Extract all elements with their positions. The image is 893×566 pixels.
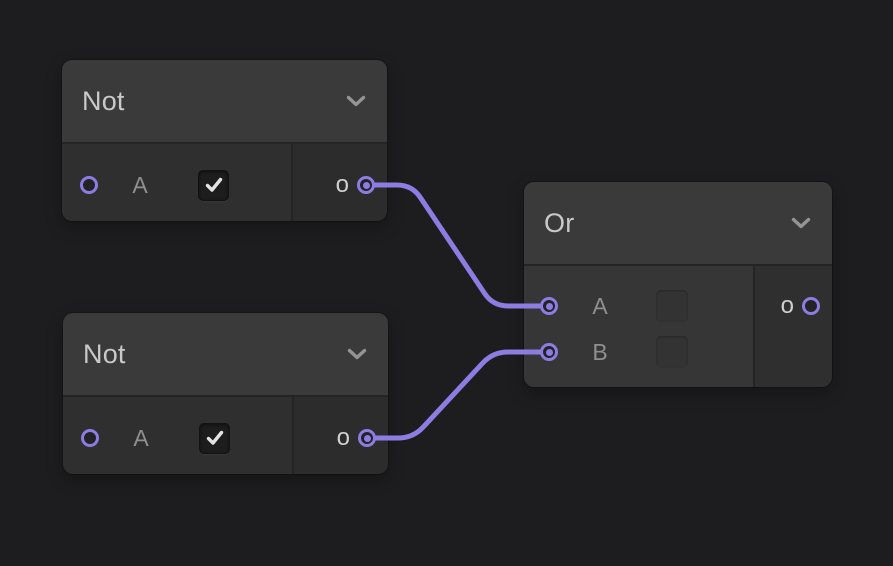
output-row-o: o bbox=[755, 283, 832, 329]
chevron-down-icon[interactable] bbox=[345, 90, 367, 112]
node-title: Not bbox=[83, 338, 126, 369]
node-not-1[interactable]: Not A o bbox=[62, 60, 387, 221]
output-label: o bbox=[336, 424, 350, 451]
input-port-b[interactable] bbox=[540, 343, 558, 361]
input-label: B bbox=[592, 338, 608, 365]
input-label: A bbox=[133, 424, 149, 451]
inputs-section: A B bbox=[524, 266, 755, 387]
checkmark-icon bbox=[206, 430, 223, 445]
node-not-2[interactable]: Not A o bbox=[63, 313, 388, 474]
input-label: A bbox=[592, 292, 608, 319]
checkbox-checked[interactable] bbox=[199, 422, 230, 454]
node-title: Not bbox=[82, 85, 125, 116]
value-box-b[interactable] bbox=[656, 336, 688, 368]
node-or[interactable]: Or A B o bbox=[524, 182, 832, 387]
output-label: o bbox=[780, 292, 794, 319]
checkbox-checked[interactable] bbox=[198, 169, 229, 201]
output-row-o: o bbox=[293, 144, 387, 221]
outputs-section: o bbox=[293, 144, 387, 221]
input-label: A bbox=[132, 171, 148, 198]
wire[interactable] bbox=[364, 349, 552, 441]
node-title: Or bbox=[544, 207, 575, 238]
node-header[interactable]: Not bbox=[63, 313, 388, 397]
input-port-a[interactable] bbox=[540, 297, 558, 315]
output-port-o[interactable] bbox=[358, 429, 376, 447]
input-row-a: A bbox=[524, 283, 753, 329]
inputs-section: A bbox=[63, 397, 294, 474]
input-row-b: B bbox=[524, 329, 753, 375]
chevron-down-icon[interactable] bbox=[790, 212, 812, 234]
output-port-o[interactable] bbox=[802, 297, 820, 315]
node-header[interactable]: Not bbox=[62, 60, 387, 144]
node-header[interactable]: Or bbox=[524, 182, 832, 266]
inputs-section: A bbox=[62, 144, 293, 221]
node-body: A o bbox=[63, 397, 388, 474]
wire[interactable] bbox=[363, 182, 552, 309]
node-body: A o bbox=[62, 144, 387, 221]
input-row-a: A bbox=[62, 144, 291, 221]
value-box-a[interactable] bbox=[656, 290, 688, 322]
node-body: A B o bbox=[524, 266, 832, 387]
output-row-o: o bbox=[294, 397, 388, 474]
outputs-section: o bbox=[294, 397, 388, 474]
outputs-section: o bbox=[755, 266, 832, 387]
output-label: o bbox=[335, 171, 349, 198]
input-port-a[interactable] bbox=[80, 176, 98, 194]
output-port-o[interactable] bbox=[357, 176, 375, 194]
chevron-down-icon[interactable] bbox=[346, 343, 368, 365]
input-row-a: A bbox=[63, 397, 292, 474]
checkmark-icon bbox=[205, 177, 222, 192]
input-port-a[interactable] bbox=[81, 429, 99, 447]
